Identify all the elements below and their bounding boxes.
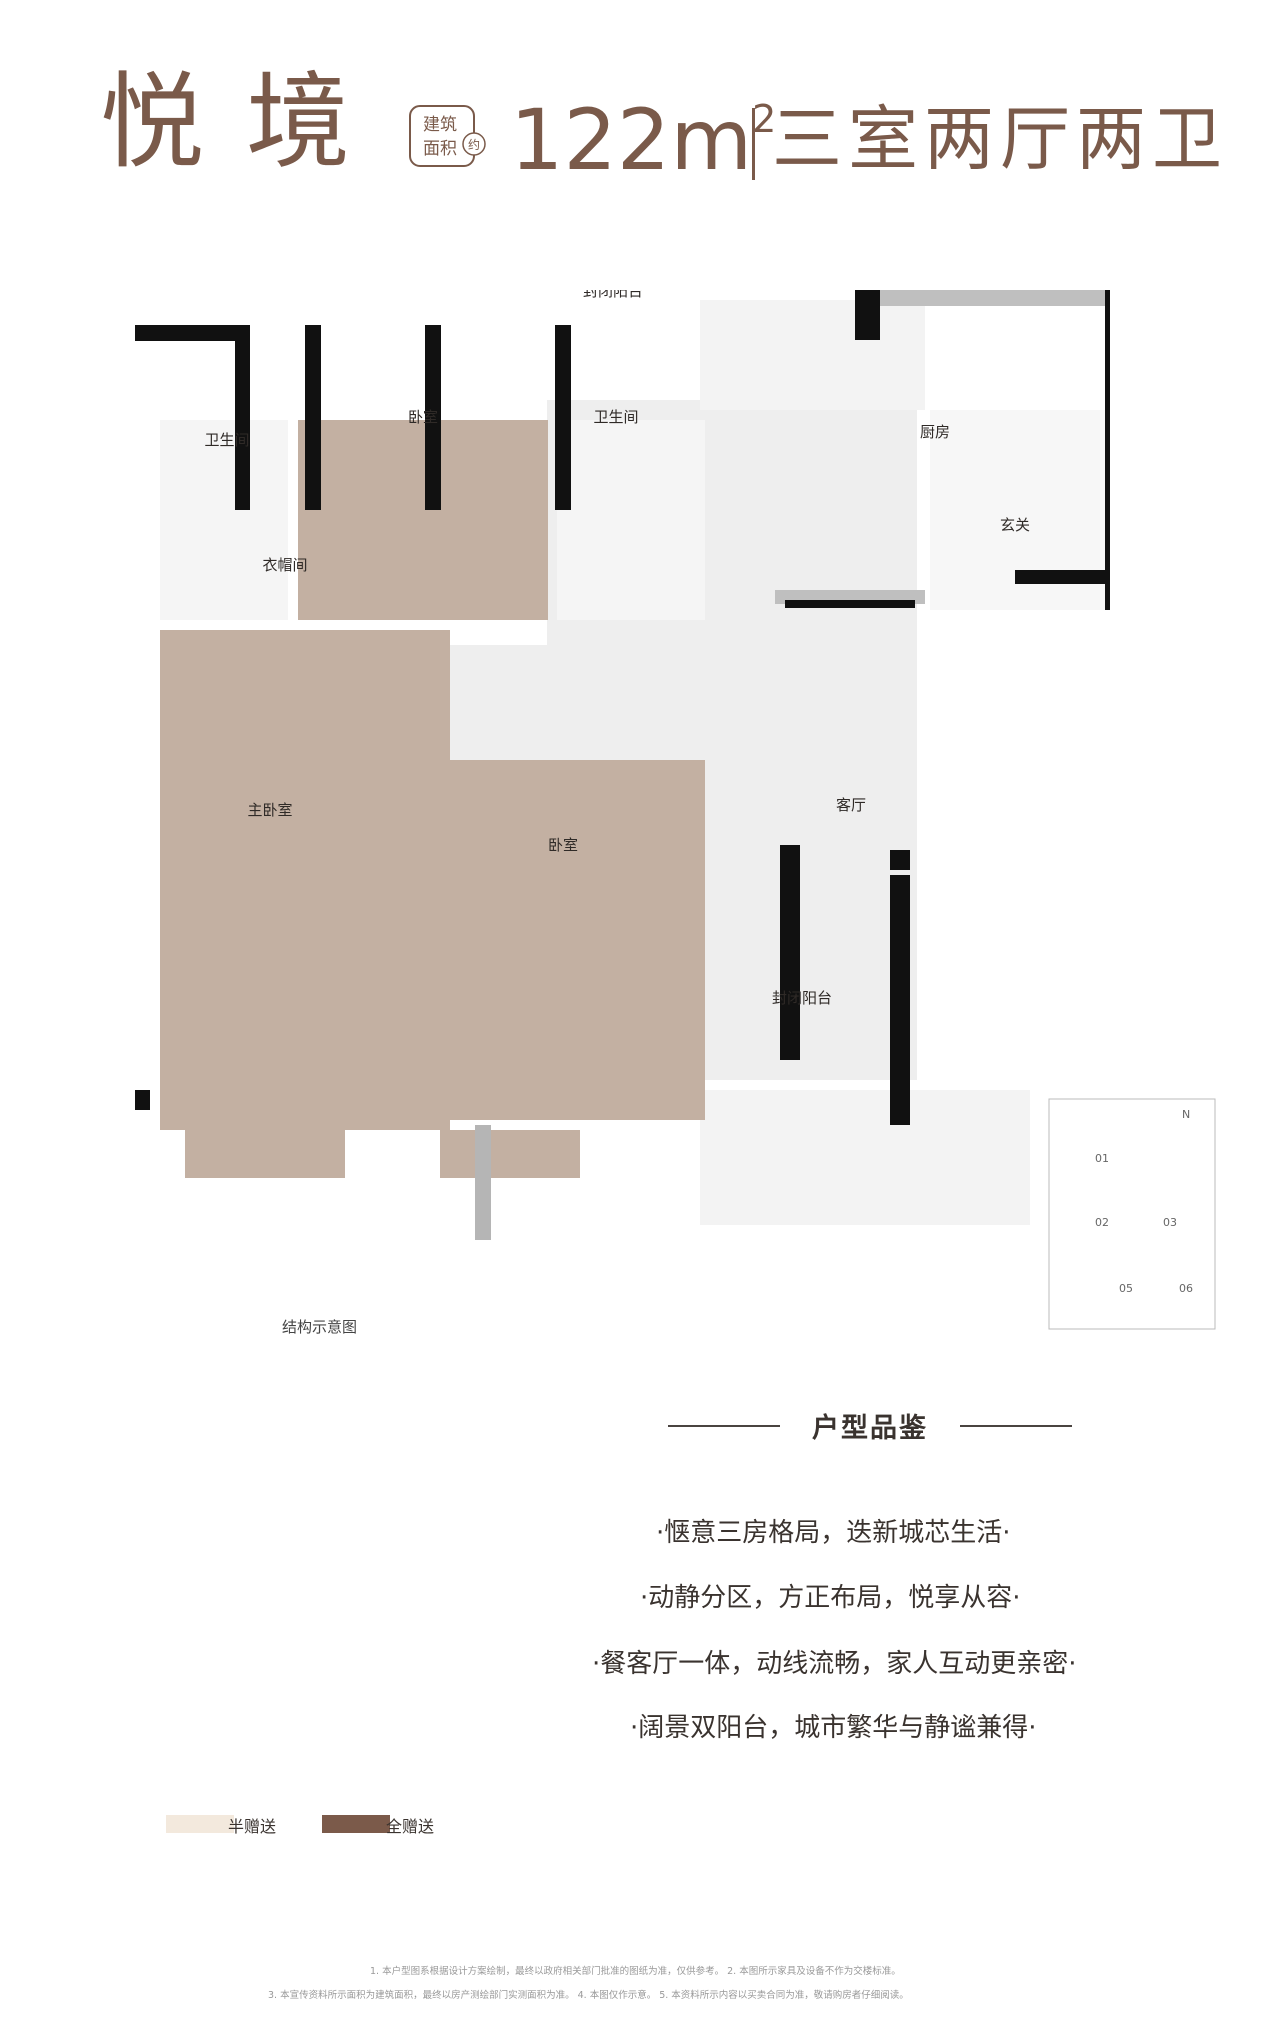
- area-number: 122m: [510, 91, 753, 189]
- area-unit-superscript: 2: [752, 97, 777, 141]
- key-label-03: 03: [1163, 1216, 1177, 1229]
- room-label-balcony-south: 封闭阳台: [772, 989, 832, 1007]
- highlights-rule-right: [960, 1425, 1072, 1427]
- highlight-item: ·动静分区，方正布局，悦享从容·: [640, 1583, 1021, 1613]
- north-label: N: [1182, 1108, 1190, 1121]
- structure-diagram: [130, 1370, 520, 1705]
- legend-full-gift-swatch: [322, 1815, 390, 1833]
- highlights-rule-left: [668, 1425, 780, 1427]
- legend-full-gift-label: 全赠送: [386, 1817, 435, 1836]
- room-label-entrance: 玄关: [1000, 516, 1030, 534]
- room-label-balcony-north: 封闭阳台: [583, 290, 643, 300]
- room-label-bedroom-2: 卧室: [408, 408, 438, 426]
- highlight-item: ·阔景双阳台，城市繁华与静谧兼得·: [630, 1713, 1037, 1743]
- room-label-bathroom-1: 卫生间: [204, 431, 249, 449]
- header-divider: [752, 108, 755, 180]
- room-label-bathroom-2: 卫生间: [593, 408, 638, 426]
- highlights-title: 户型品鉴: [812, 1413, 928, 1444]
- key-label-01: 01: [1095, 1152, 1109, 1165]
- area-label-approx: 约: [468, 137, 480, 152]
- area-value: 122m2: [510, 98, 776, 182]
- layout-summary: 三室两厅两卫: [772, 98, 1228, 180]
- disclaimer-line-2: 3. 本宣传资料所示面积为建筑面积，最终以房产测绘部门实测面积为准。 4. 本图…: [268, 1990, 909, 2001]
- room-label-living-room: 客厅: [836, 796, 866, 814]
- building-location-key: N 01 02 03 05 06: [1048, 1098, 1216, 1330]
- room-label-wardrobe: 衣帽间: [262, 556, 307, 574]
- floor-areas: [160, 300, 1110, 1225]
- legend-half-gift-swatch: [166, 1815, 234, 1833]
- room-labels: 封闭阳台 卫生间 卧室 卫生间 厨房 玄关 衣帽间 主卧室 卧室 客厅 封闭阳台: [204, 290, 1030, 1007]
- room-label-master-bedroom: 主卧室: [247, 801, 292, 819]
- key-label-02: 02: [1095, 1216, 1109, 1229]
- floor-plan: 封闭阳台 卫生间 卧室 卫生间 厨房 玄关 衣帽间 主卧室 卧室 客厅 封闭阳台: [135, 290, 1110, 1240]
- walls: [135, 290, 1110, 1240]
- highlights-header: 户型品鉴: [668, 1406, 1072, 1446]
- room-label-kitchen: 厨房: [920, 423, 950, 441]
- project-name: 悦境: [100, 61, 393, 183]
- highlight-item: ·餐客厅一体，动线流畅，家人互动更亲密·: [592, 1649, 1077, 1679]
- area-seal: 建筑 面积 约: [409, 105, 486, 167]
- area-label-line2: 面积: [423, 139, 457, 159]
- legend-half-gift-label: 半赠送: [228, 1817, 277, 1836]
- structure-diagram-title: 结构示意图: [282, 1318, 358, 1336]
- room-label-bedroom-3: 卧室: [548, 836, 578, 854]
- highlight-item: ·惬意三房格局，迭新城芯生活·: [656, 1518, 1011, 1548]
- key-label-05: 05: [1119, 1282, 1133, 1295]
- key-label-06: 06: [1179, 1282, 1193, 1295]
- area-label-line1: 建筑: [423, 115, 457, 135]
- disclaimer-line-1: 1. 本户型图系根据设计方案绘制，最终以政府相关部门批准的图纸为准，仅供参考。 …: [370, 1966, 901, 1977]
